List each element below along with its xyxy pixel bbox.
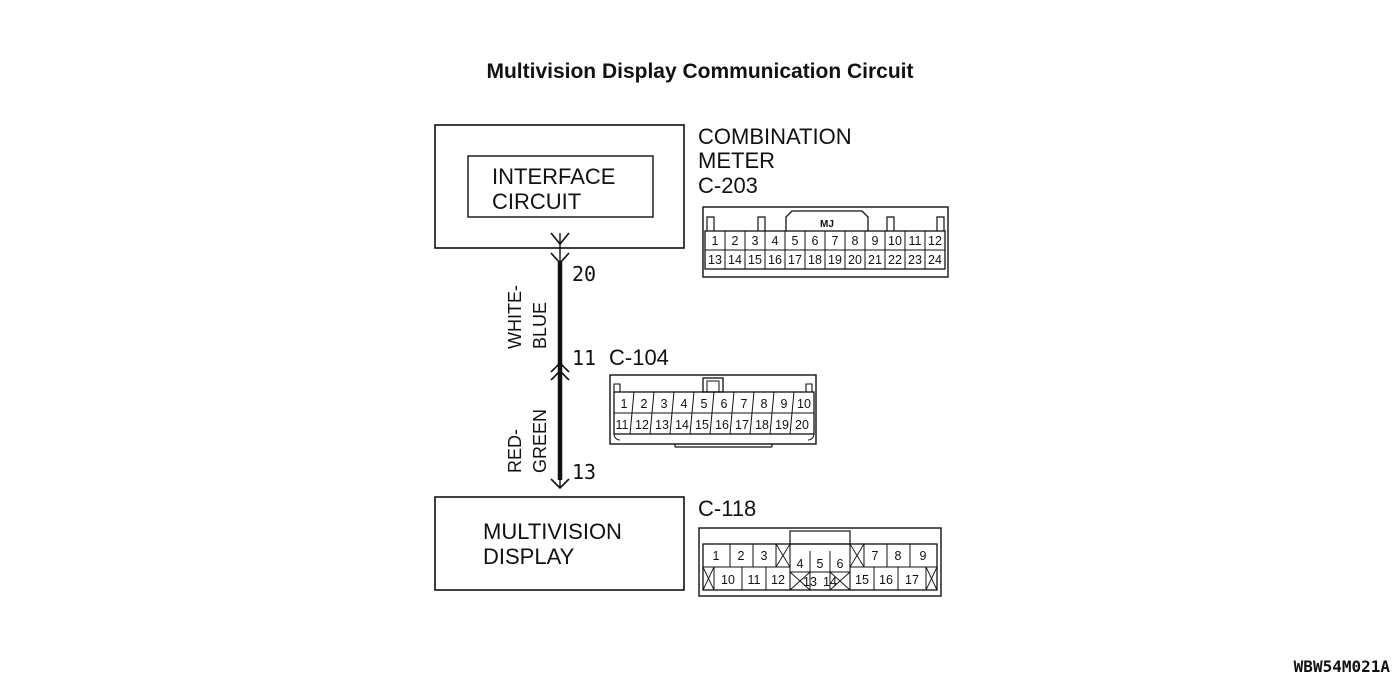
- c203-pin: 24: [928, 253, 942, 267]
- c104-pin: 15: [695, 418, 709, 432]
- wire-color-upper-1: WHITE-: [505, 285, 525, 349]
- figure-code: WBW54M021A: [1294, 657, 1391, 676]
- c203-pin: 11: [909, 234, 922, 248]
- junction-chevron-upper: [550, 361, 570, 373]
- pin-number-13: 13: [572, 460, 596, 484]
- c118-pin: 4: [797, 557, 804, 571]
- wire-color-lower-1: RED-: [505, 429, 525, 473]
- c118-pin: 14: [823, 575, 837, 589]
- c104-pin: 11: [616, 418, 629, 432]
- c203-pin: 5: [792, 234, 799, 248]
- c203-pin: 6: [812, 234, 819, 248]
- c118-pin: 11: [748, 573, 761, 587]
- multivision-display-label-2: DISPLAY: [483, 544, 575, 569]
- c118-pin: 16: [879, 573, 893, 587]
- wire-color-upper-2: BLUE: [530, 302, 550, 349]
- c104-pin: 16: [715, 418, 729, 432]
- combination-meter-label-2: METER: [698, 148, 775, 173]
- c203-key-label: MJ: [820, 219, 834, 230]
- combination-meter-connector-id: C-203: [698, 173, 758, 198]
- pin-20-chevron: [550, 252, 570, 265]
- c203-pin: 19: [828, 253, 842, 267]
- c104-pin: 14: [675, 418, 689, 432]
- c104-pin: 2: [641, 397, 648, 411]
- c203-pin: 2: [732, 234, 739, 248]
- c203-pin: 17: [788, 253, 802, 267]
- wire-color-lower-2: GREEN: [530, 409, 550, 473]
- c203-pin: 22: [888, 253, 902, 267]
- c203-connector-face: MJ 1 2 3 4 5 6 7 8 9 10 11 12 13 14 15: [702, 206, 949, 278]
- junction-chevron-lower: [550, 369, 570, 381]
- c104-pin: 19: [775, 418, 789, 432]
- c118-pin: 1: [713, 549, 720, 563]
- c118-pin: 6: [837, 557, 844, 571]
- c118-pin: 17: [905, 573, 919, 587]
- c104-pin: 3: [661, 397, 668, 411]
- c203-pin: 4: [772, 234, 779, 248]
- c104-pin: 8: [761, 397, 768, 411]
- c104-pin: 20: [795, 418, 809, 432]
- c203-pin: 9: [872, 234, 879, 248]
- c203-pin: 21: [868, 253, 882, 267]
- c104-pin: 7: [741, 397, 748, 411]
- pin-number-11: 11: [572, 346, 596, 370]
- c118-pin: 13: [803, 575, 817, 589]
- c104-pin: 9: [781, 397, 788, 411]
- c118-pin: 15: [855, 573, 869, 587]
- pin-number-20: 20: [572, 262, 596, 286]
- c104-pin: 17: [735, 418, 749, 432]
- c104-pin: 6: [721, 397, 728, 411]
- c203-pin: 10: [888, 234, 902, 248]
- c104-pin: 10: [797, 397, 811, 411]
- c118-pin: 3: [761, 549, 768, 563]
- c203-pin: 7: [832, 234, 839, 248]
- c104-connector-face: 1 2 3 4 5 6 7 8 9 10 11 12 13 14 15 16 1…: [609, 374, 817, 448]
- c104-pin: 4: [681, 397, 688, 411]
- c104-pin: 18: [755, 418, 769, 432]
- interface-circuit-label-1: INTERFACE: [492, 164, 615, 189]
- c203-pin: 16: [768, 253, 782, 267]
- interface-circuit-label-2: CIRCUIT: [492, 189, 581, 214]
- c203-pin: 15: [748, 253, 762, 267]
- multivision-display-box: [434, 496, 685, 591]
- interface-circuit-box: [467, 155, 654, 218]
- c118-connector-id: C-118: [698, 496, 756, 521]
- c118-pin: 12: [771, 573, 785, 587]
- c203-pin: 12: [928, 234, 942, 248]
- diagram-title: Multivision Display Communication Circui…: [486, 60, 913, 83]
- combination-meter-label-1: COMBINATION: [698, 124, 852, 149]
- c104-pin: 1: [621, 397, 628, 411]
- c203-pin: 18: [808, 253, 822, 267]
- c104-pin: 5: [701, 397, 708, 411]
- c203-pin: 13: [708, 253, 722, 267]
- multivision-display-label-1: MULTIVISION: [483, 519, 622, 544]
- c118-pin: 5: [817, 557, 824, 571]
- pin-13-chevron: [550, 478, 570, 490]
- c104-pin: 13: [655, 418, 669, 432]
- c203-pin: 8: [852, 234, 859, 248]
- c203-pin: 23: [908, 253, 922, 267]
- c203-pin: 3: [752, 234, 759, 248]
- c104-connector-id: C-104: [609, 345, 669, 370]
- c203-pin: 1: [712, 234, 719, 248]
- c118-pin: 10: [721, 573, 735, 587]
- c203-pin: 14: [728, 253, 742, 267]
- meter-inner-chevron: [550, 232, 570, 246]
- c203-pin: 20: [848, 253, 862, 267]
- c118-connector-face: 1 2 3 4 5 6 7 8 9 10 11 12 13 14 15 16 1…: [698, 527, 942, 597]
- c118-pin: 8: [895, 549, 902, 563]
- c118-pin: 7: [872, 549, 879, 563]
- c118-pin: 9: [920, 549, 927, 563]
- c104-pin: 12: [635, 418, 649, 432]
- c118-pin: 2: [738, 549, 745, 563]
